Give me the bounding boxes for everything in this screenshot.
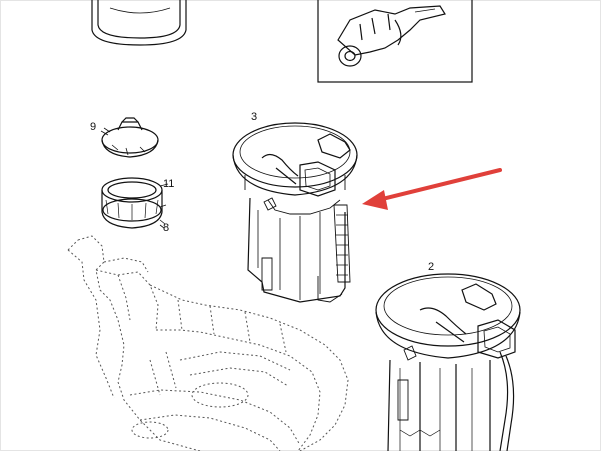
fuel-tank-outline bbox=[67, 235, 349, 451]
part-2-fuel-pump-module bbox=[375, 273, 521, 451]
callout-part-3: 3 bbox=[251, 111, 258, 123]
callout-part-11: 11 bbox=[163, 178, 175, 190]
part-9-cap bbox=[100, 117, 159, 158]
callout-part-2: 2 bbox=[428, 261, 435, 273]
callout-part-9: 9 bbox=[90, 121, 97, 133]
sensor-inset-box bbox=[317, 0, 473, 83]
callout-part-8: 8 bbox=[163, 222, 170, 234]
canister-top-left bbox=[91, 0, 187, 46]
leader-lines bbox=[103, 127, 169, 229]
red-pointer-arrow bbox=[362, 168, 502, 210]
part-11-ring bbox=[101, 177, 167, 229]
part-3-fuel-pump-module bbox=[232, 122, 358, 303]
